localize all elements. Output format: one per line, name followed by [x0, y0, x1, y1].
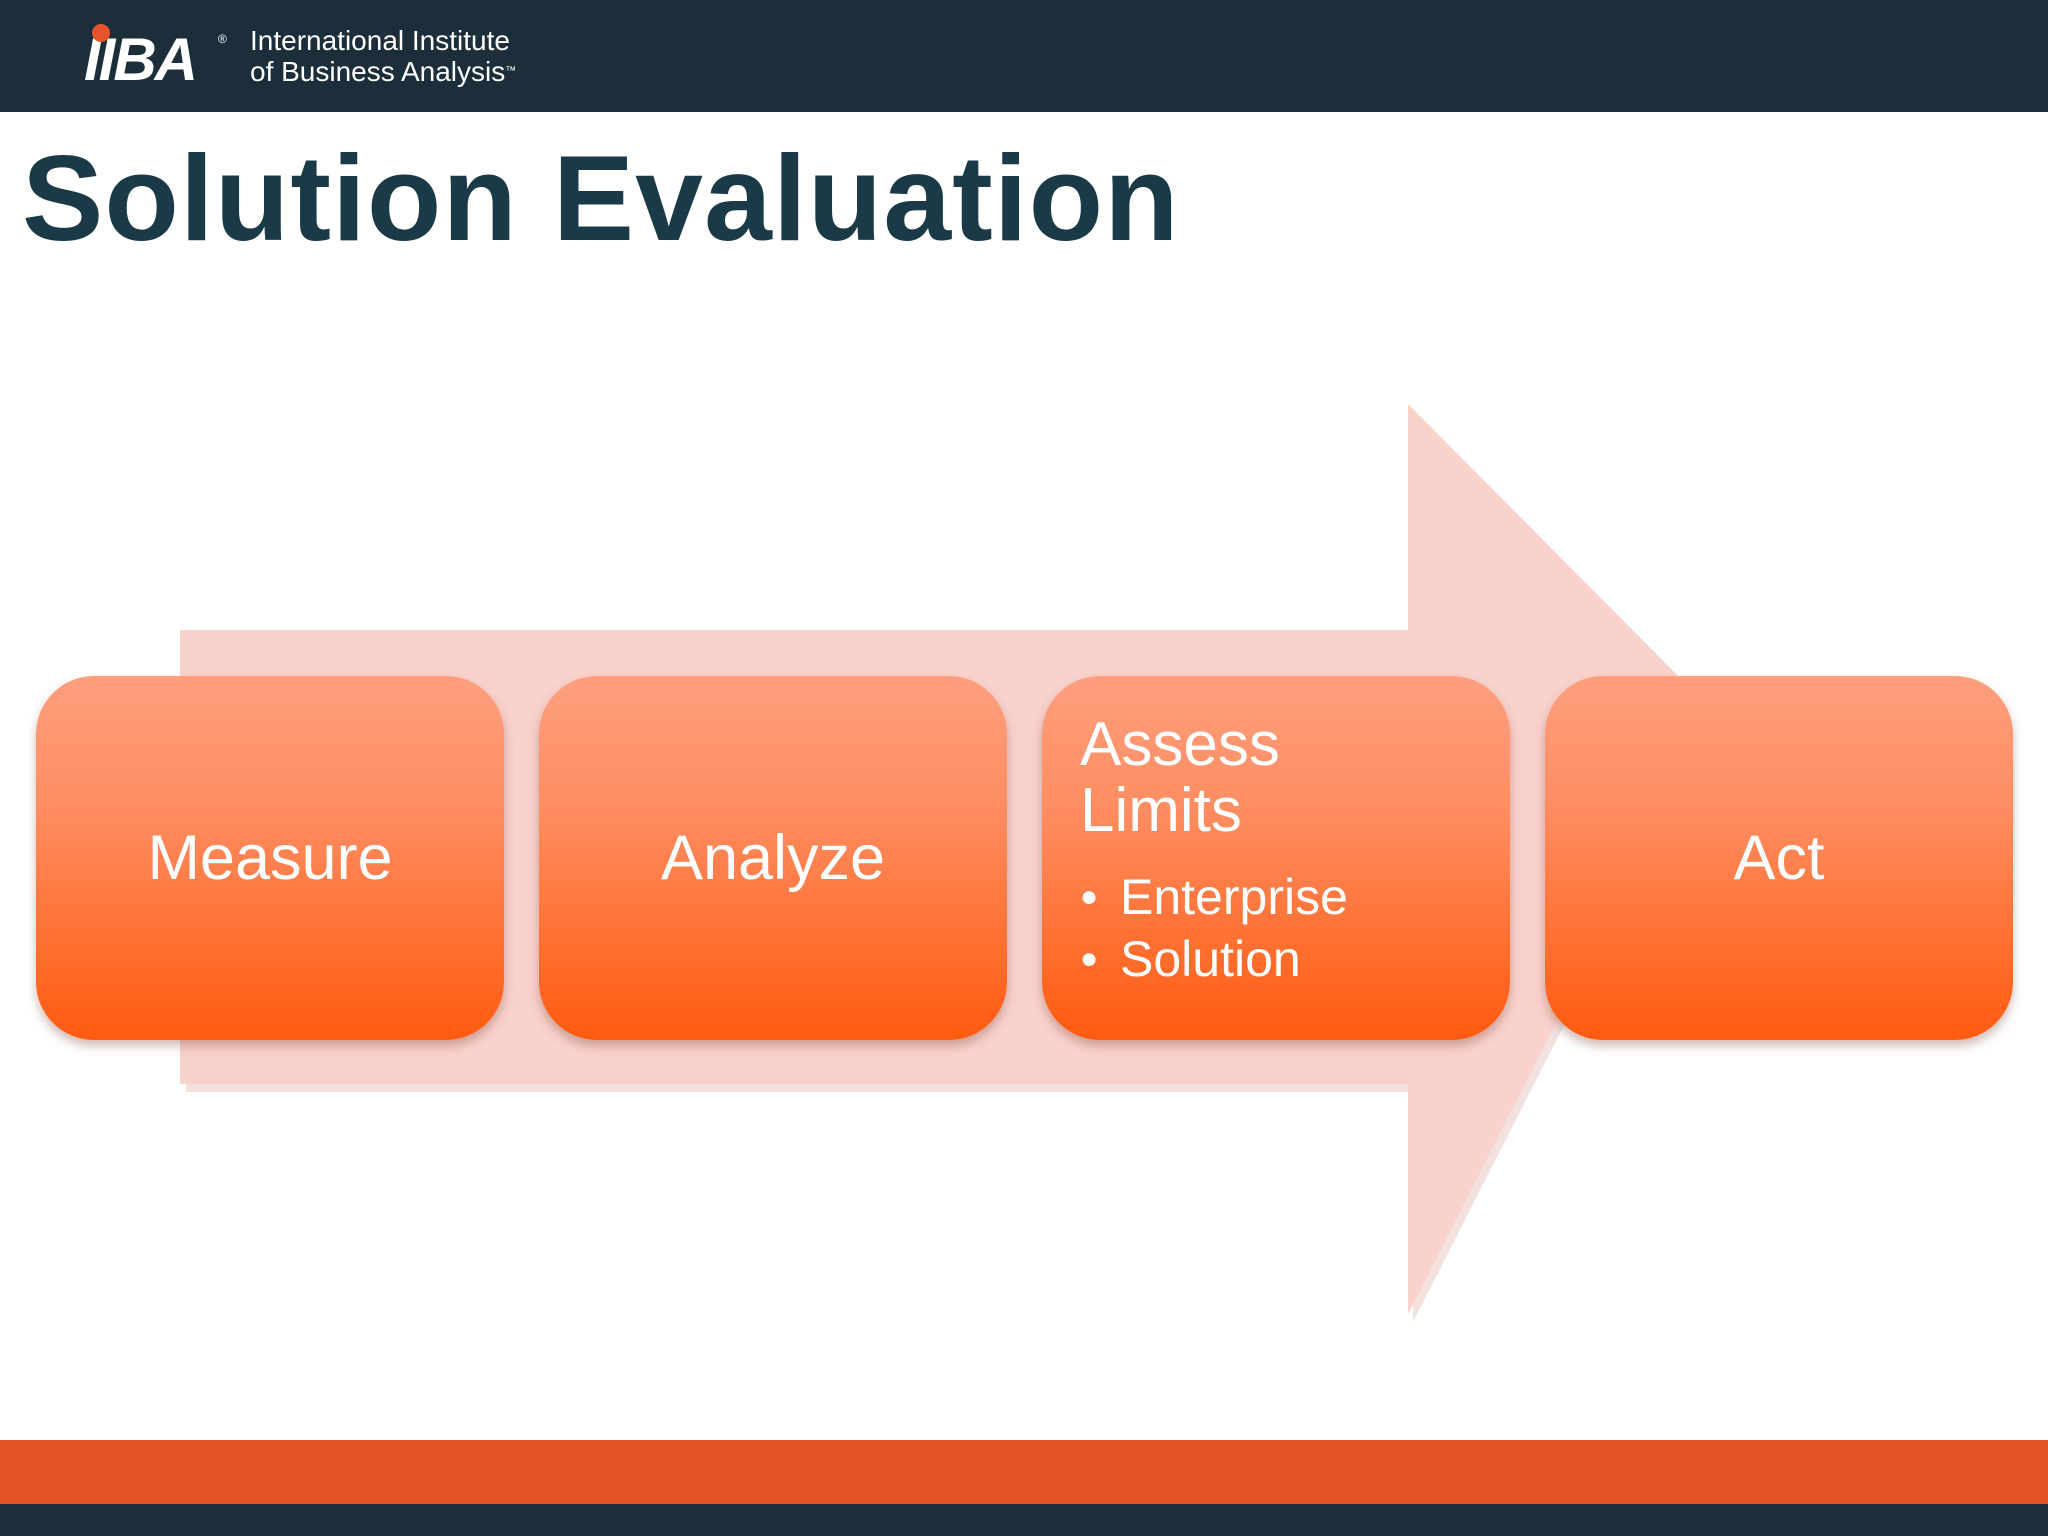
step-assess-limits-content: Assess Limits ● Enterprise ● Solution: [1080, 712, 1490, 990]
bullet-item: ● Enterprise: [1080, 866, 1490, 928]
step-analyze-label: Analyze: [660, 823, 886, 893]
step-measure-label: Measure: [147, 823, 393, 893]
registered-icon: ®: [218, 32, 227, 46]
footer-dark-bar: [0, 1504, 2048, 1536]
step-act: Act: [1545, 676, 2013, 1040]
bullet-enterprise: Enterprise: [1120, 869, 1348, 925]
step-assess-limits: Assess Limits ● Enterprise ● Solution: [1042, 676, 1510, 1040]
bullet-icon: ●: [1080, 942, 1099, 975]
bullet-icon: ●: [1080, 880, 1099, 913]
logo-line-1: International Institute: [250, 25, 510, 56]
step-act-label: Act: [1733, 823, 1825, 893]
header-bar: IIBA ® International Institute of Busine…: [0, 0, 2048, 112]
step-assess-limits-bullets: ● Enterprise ● Solution: [1080, 866, 1490, 990]
bullet-item: ● Solution: [1080, 928, 1490, 990]
step-assess-limits-title-line-1: Assess: [1080, 710, 1280, 779]
trademark-icon: ™: [505, 65, 517, 77]
iiba-logo: IIBA ® International Institute of Busine…: [84, 16, 516, 96]
step-assess-limits-title-line-2: Limits: [1080, 776, 1242, 845]
logo-line-2-text: of Business Analysis: [250, 56, 506, 87]
step-measure: Measure: [36, 676, 504, 1040]
logo-dot-icon: [92, 24, 110, 42]
slide-title: Solution Evaluation: [22, 130, 1180, 266]
bullet-solution: Solution: [1120, 931, 1301, 987]
iiba-logo-mark: IIBA ®: [84, 24, 230, 90]
logo-wordmark: International Institute of Business Anal…: [250, 25, 516, 87]
step-analyze: Analyze: [539, 676, 1007, 1040]
footer-accent-bar: [0, 1440, 2048, 1504]
logo-line-2: of Business Analysis™: [250, 56, 516, 87]
step-assess-limits-title: Assess Limits: [1080, 712, 1490, 844]
